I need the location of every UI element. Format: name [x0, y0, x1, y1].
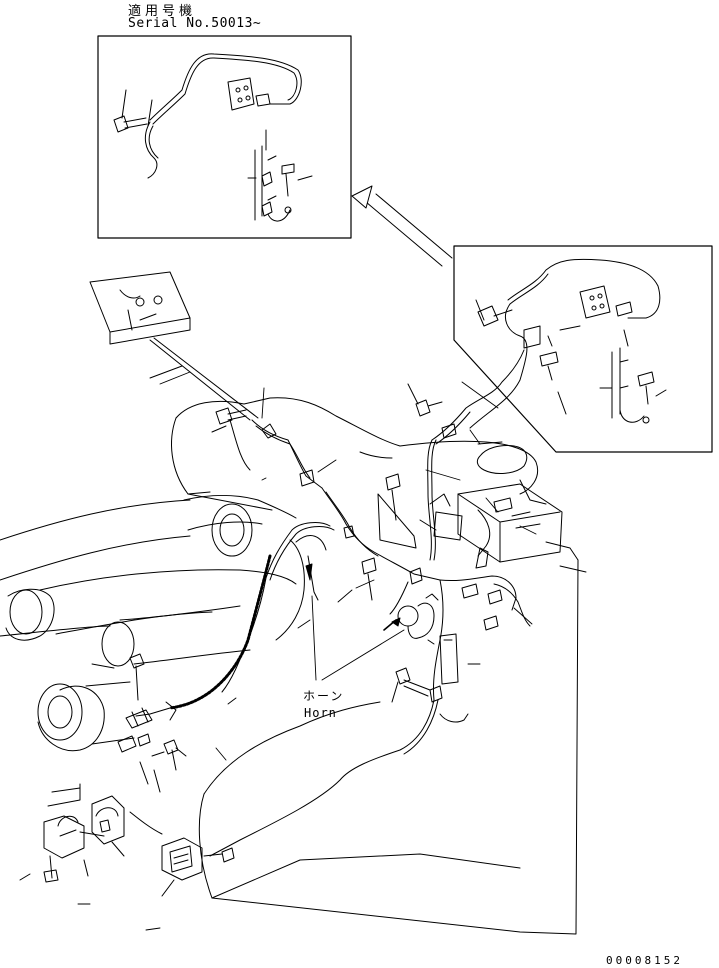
- inset-detail-serial-50013: [98, 36, 351, 238]
- junction-box-top-left: [90, 272, 258, 420]
- leader-lines: [78, 372, 586, 930]
- machine-body-outline: [0, 398, 578, 934]
- fasteners-main: [20, 384, 562, 896]
- drawing-code: 00008152: [606, 954, 683, 967]
- main-wire-harness: [132, 350, 530, 856]
- horn-callout-jp: ホーン: [303, 689, 345, 703]
- horn-callout-en: Horn: [304, 706, 337, 720]
- right-detail-frame: [454, 246, 712, 452]
- detail-arrow: [352, 186, 452, 266]
- serial-number-caption: Serial No.50013~: [128, 16, 262, 31]
- applicable-model-caption: 適用号機: [128, 4, 197, 19]
